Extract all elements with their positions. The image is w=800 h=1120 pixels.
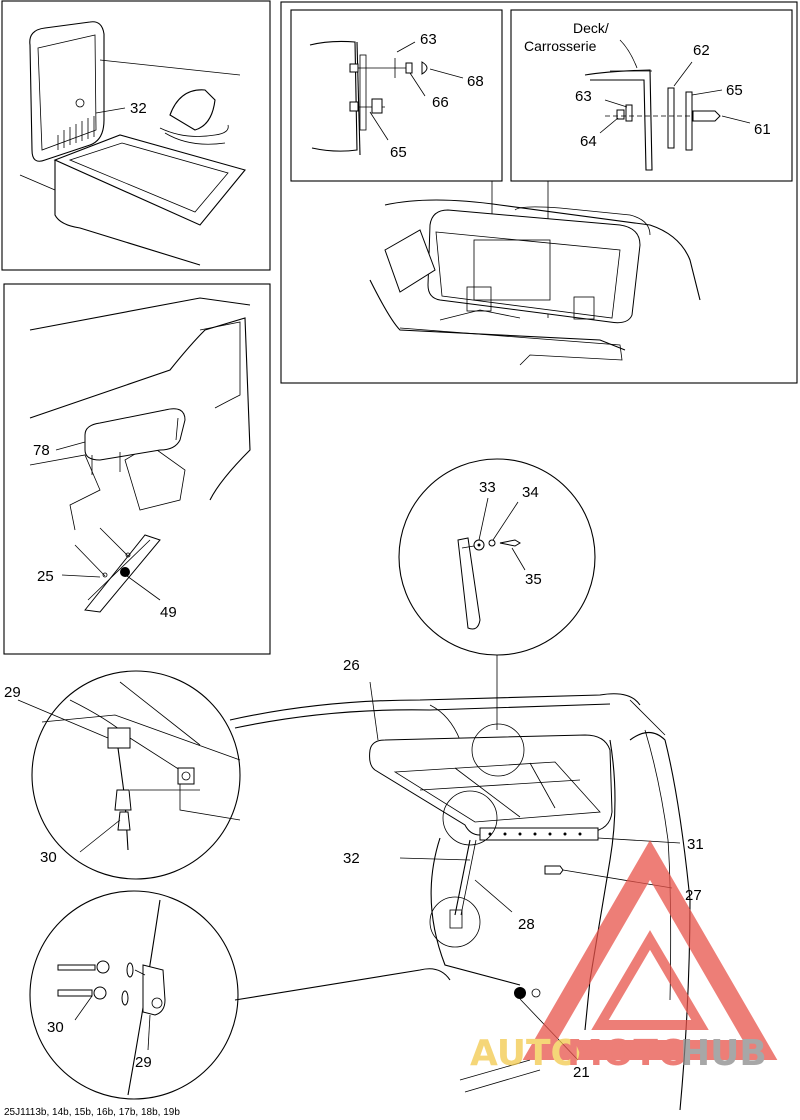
callout-32b: 32 [343, 850, 360, 867]
callout-63b: 63 [575, 88, 592, 105]
detail-circle: 33 34 35 [398, 458, 596, 730]
callout-62: 62 [693, 42, 710, 59]
callout-49: 49 [160, 604, 177, 621]
callout-61: 61 [754, 121, 771, 138]
callout-65b: 65 [726, 82, 743, 99]
callout-35: 35 [525, 571, 542, 588]
figure-code: 25J1113b, 14b, 15b, 16b, 17b, 18b, 19b [4, 1107, 180, 1118]
callout-29a: 29 [4, 684, 21, 701]
callout-29b: 29 [135, 1054, 152, 1071]
callout-21: 21 [573, 1064, 590, 1081]
callout-34: 34 [522, 484, 539, 501]
watermark-hub: HUB [680, 1033, 767, 1074]
inset-hinge-left: 63 68 66 65 [290, 9, 503, 182]
watermark-moto: MOTO [567, 1033, 689, 1074]
main-view: 26 31 32 28 27 21 [229, 657, 704, 1111]
circle-upper-left: 29 30 [4, 670, 241, 880]
callout-27: 27 [685, 887, 702, 904]
callout-78: 78 [33, 442, 50, 459]
callout-63a: 63 [420, 31, 437, 48]
callout-66: 66 [432, 94, 449, 111]
automotohub-watermark: AUTO MOTO HUB [470, 840, 778, 1074]
panel-mid-left: 78 25 49 [3, 283, 271, 655]
watermark-auto: AUTO [470, 1033, 581, 1074]
panel-top-left: 32 [1, 0, 271, 271]
callout-33: 33 [479, 479, 496, 496]
callout-28: 28 [518, 916, 535, 933]
callout-26: 26 [343, 657, 360, 674]
callout-64: 64 [580, 133, 597, 150]
callout-31: 31 [687, 836, 704, 853]
inset-deck-right: Deck/ Carrosserie 62 65 63 64 61 [510, 9, 793, 182]
carrosserie-label: Carrosserie [524, 38, 597, 54]
callout-25: 25 [37, 568, 54, 585]
panel-top-right: 63 68 66 65 Deck/ Carrosserie 62 65 [280, 1, 798, 384]
callout-30a: 30 [40, 849, 57, 866]
callout-30b: 30 [47, 1019, 64, 1036]
callout-32: 32 [130, 100, 147, 117]
callout-65a: 65 [390, 144, 407, 161]
callout-68: 68 [467, 73, 484, 90]
circle-lower-left: 30 29 [29, 890, 239, 1100]
deck-label: Deck/ [573, 20, 609, 36]
